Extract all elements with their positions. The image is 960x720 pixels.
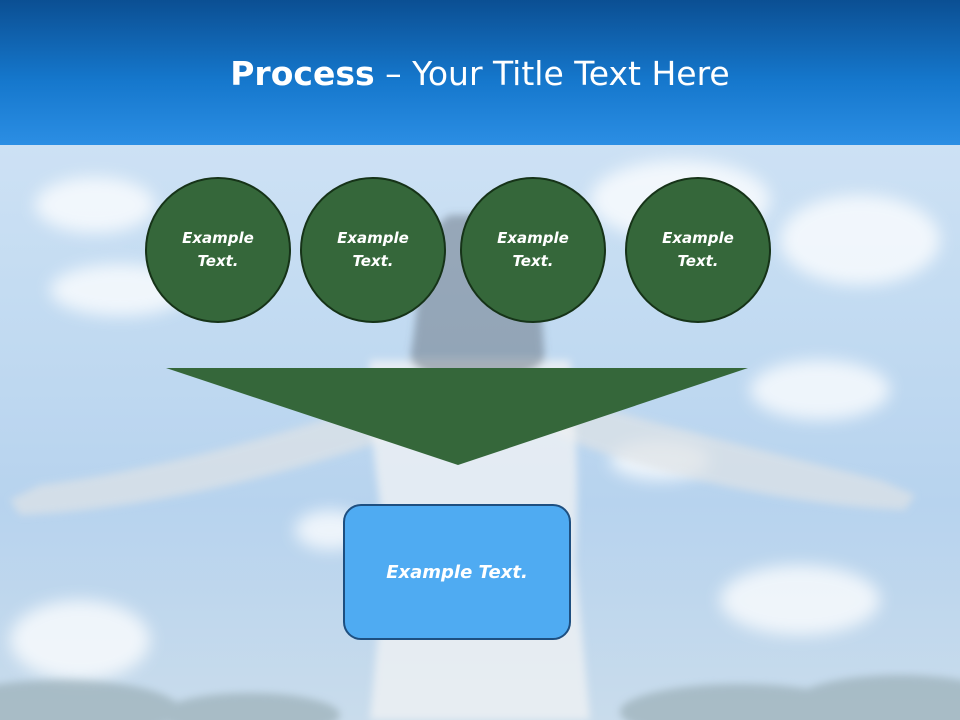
title-rest: Your Title Text Here — [412, 54, 730, 93]
slide-title: Process – Your Title Text Here — [0, 52, 960, 96]
step-circle-1-label: Example Text. — [182, 229, 254, 270]
result-box[interactable]: Example Text. — [343, 504, 571, 640]
step-circle-1[interactable]: Example Text. — [145, 177, 291, 323]
title-separator: – — [374, 54, 413, 93]
title-bold: Process — [230, 54, 375, 93]
step-circle-3-label: Example Text. — [497, 229, 569, 270]
step-circle-2-label: Example Text. — [337, 229, 409, 270]
step-circle-4[interactable]: Example Text. — [625, 177, 771, 323]
step-circle-3[interactable]: Example Text. — [460, 177, 606, 323]
title-bar — [0, 0, 960, 145]
step-circle-2[interactable]: Example Text. — [300, 177, 446, 323]
result-label: Example Text. — [386, 561, 528, 583]
step-circle-4-label: Example Text. — [662, 229, 734, 270]
